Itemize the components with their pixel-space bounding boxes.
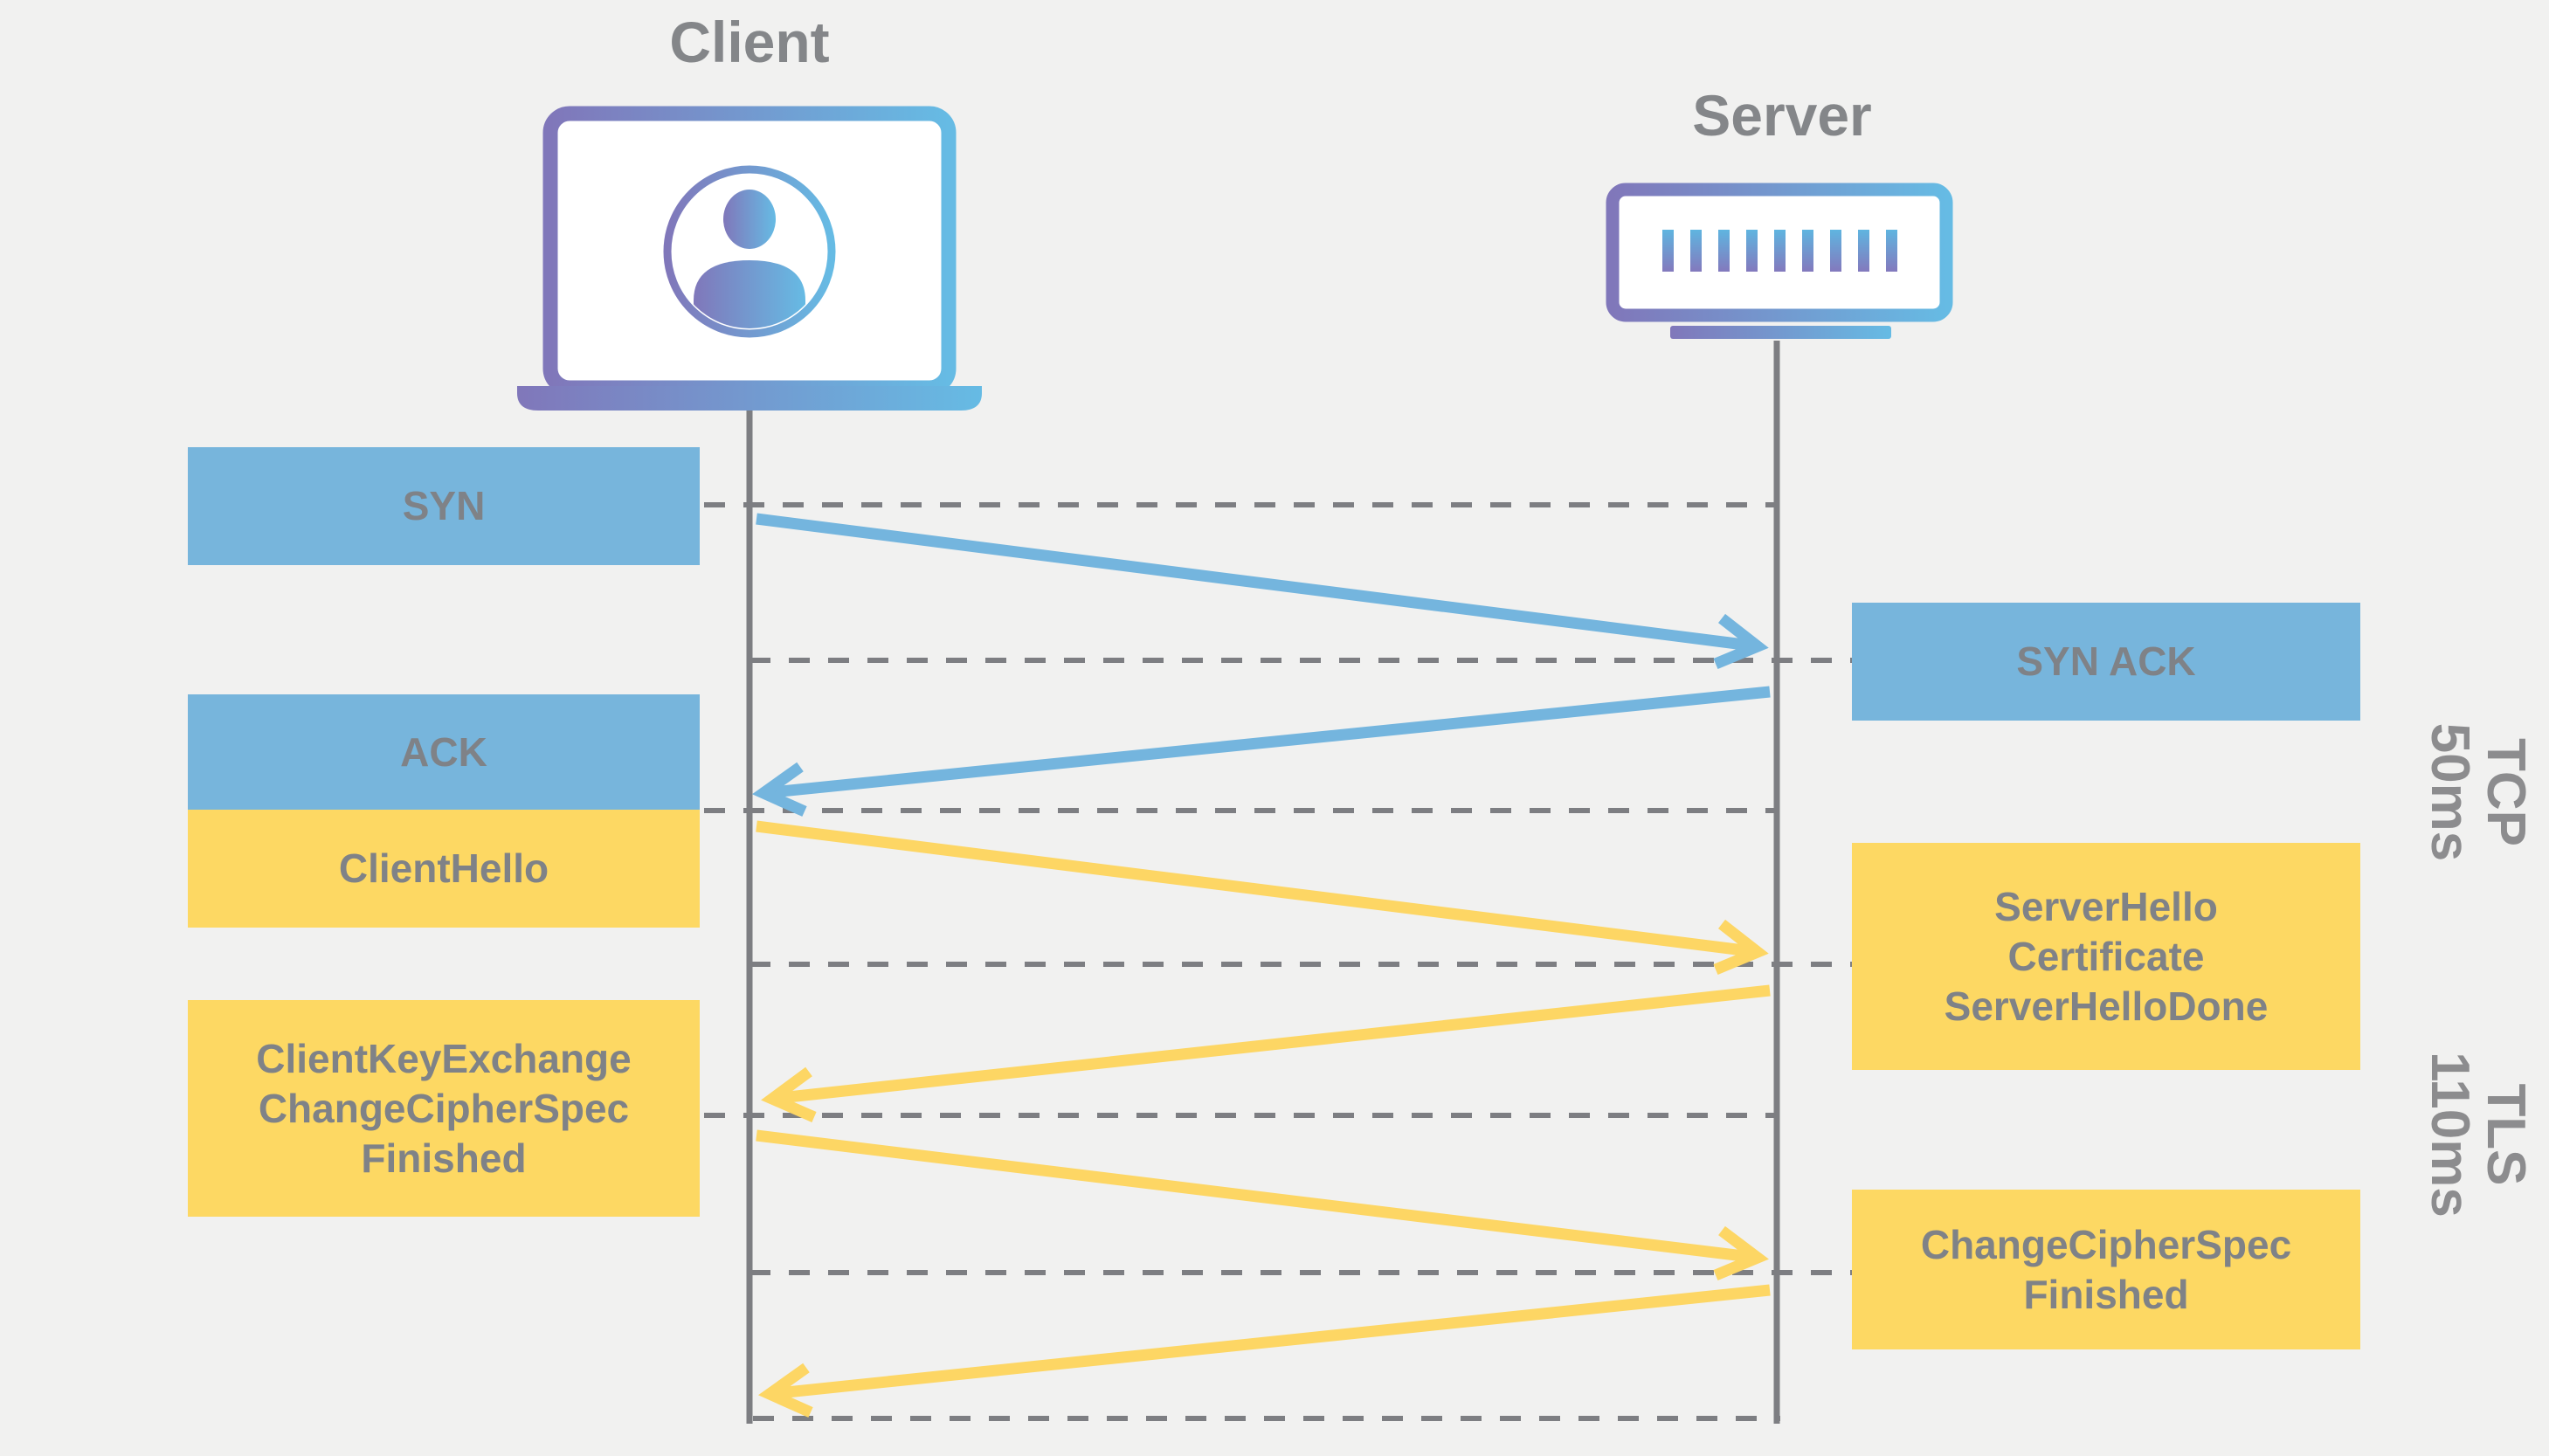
- phase-name: TCP: [2476, 738, 2536, 846]
- message-server-hello: ServerHello Certificate ServerHelloDone: [1852, 843, 2360, 1070]
- phase-name: TLS: [2476, 1083, 2536, 1186]
- message-syn-ack: SYN ACK: [1852, 603, 2360, 721]
- phase-label-tcp: TCP 50ms: [2420, 635, 2536, 949]
- arrow-change-cipher-spec: [757, 1284, 1771, 1418]
- laptop-icon: [517, 106, 982, 411]
- phase-duration: 110ms: [2420, 1052, 2480, 1218]
- arrow-server-hello: [761, 984, 1771, 1122]
- phase-label-tls: TLS 110ms: [2420, 977, 2536, 1292]
- message-client-hello: ClientHello: [188, 810, 700, 928]
- message-syn: SYN: [188, 447, 700, 565]
- server-actor-label: Server: [1692, 83, 1872, 148]
- client-actor-label: Client: [669, 10, 830, 74]
- arrow-syn-ack: [751, 686, 1771, 817]
- server-slots: [1662, 230, 1897, 272]
- server-icon: [1606, 183, 1953, 339]
- arrow-client-hello: [756, 820, 1769, 975]
- arrow-syn: [756, 513, 1769, 669]
- message-change-cipher-spec: ChangeCipherSpec Finished: [1852, 1190, 2360, 1349]
- message-ack: ACK: [188, 694, 700, 810]
- message-client-key-exchange: ClientKeyExchange ChangeCipherSpec Finis…: [188, 1000, 700, 1217]
- arrow-client-key-exchange: [756, 1129, 1769, 1280]
- phase-duration: 50ms: [2420, 722, 2480, 862]
- user-avatar-icon: [663, 165, 836, 338]
